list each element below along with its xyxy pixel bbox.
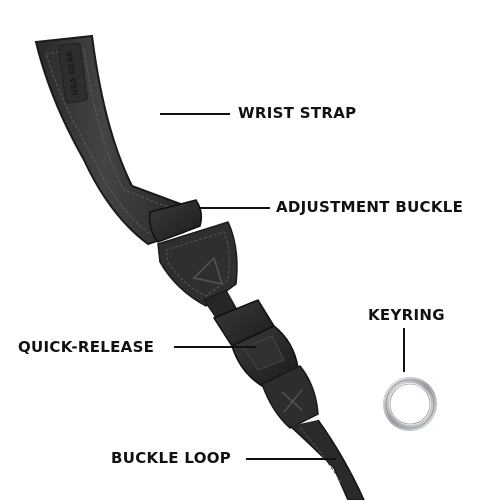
leader-lines: [160, 113, 405, 460]
quick-release-buckle-shape: [212, 299, 299, 387]
callout-adjustment-buckle: ADJUSTMENT BUCKLE: [276, 198, 464, 216]
x-stitch: [281, 389, 303, 413]
lower-leather-cap: [261, 365, 319, 429]
tab-stitching: [165, 231, 230, 297]
callout-quick-release: QUICK-RELEASE: [18, 338, 155, 356]
wrist-strap-stitching: [45, 47, 178, 235]
keyring-icon: [383, 377, 437, 431]
callout-buckle-loop: BUCKLE LOOP: [111, 449, 232, 467]
brand-patch: USA GEAR: [57, 42, 89, 104]
callout-wrist-strap: WRIST STRAP: [238, 104, 357, 122]
callout-keyring: KEYRING: [368, 306, 445, 324]
adjustment-buckle-shape: [148, 199, 203, 243]
triangle-emboss: [192, 256, 224, 286]
